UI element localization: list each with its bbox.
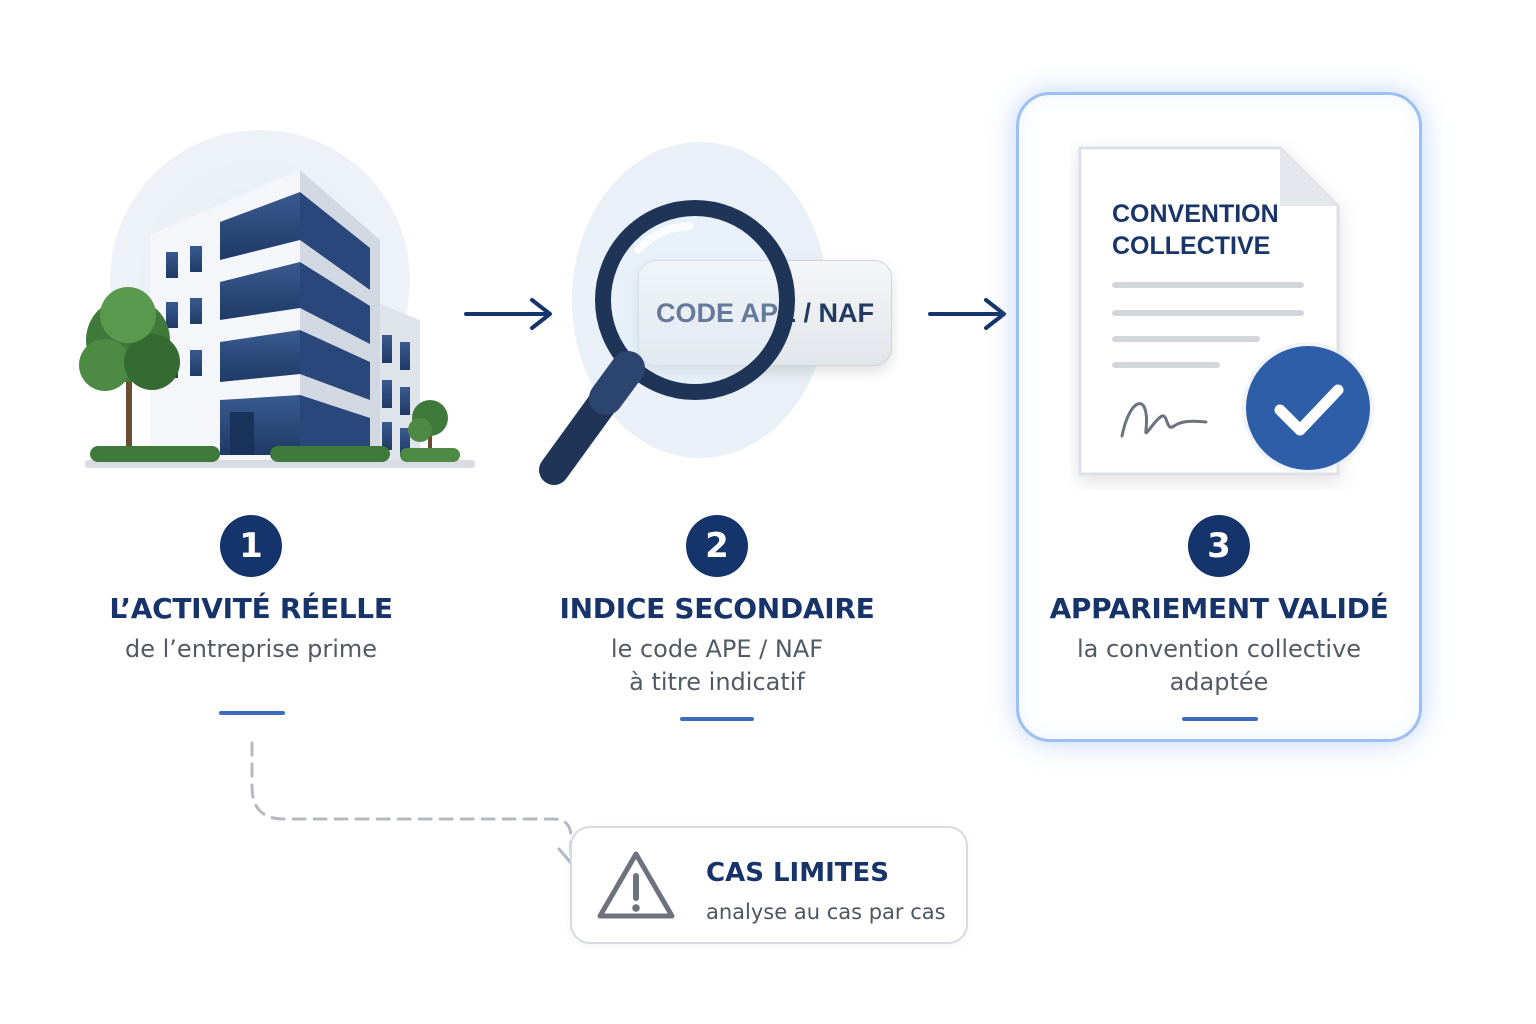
magnifier-illustration: CODE APE / NAF (520, 140, 900, 500)
step-title-1: L’ACTIVITÉ RÉELLE (109, 592, 393, 625)
warning-icon (597, 851, 675, 919)
dashed-connector (250, 741, 585, 865)
step-description-line: de l’entreprise prime (125, 635, 377, 663)
step-title-3: APPARIEMENT VALIDÉ (1049, 592, 1389, 625)
code-tag-label: CODE APE / NAF (656, 297, 875, 328)
document-title-line2: COLLECTIVE (1112, 232, 1271, 260)
step-divider (219, 711, 285, 715)
arrow-right-icon (928, 298, 1006, 330)
signature (1120, 402, 1208, 438)
edge-case-subtitle: analyse au cas par cas (706, 900, 946, 924)
step-description-1: de l’entreprise prime (60, 633, 442, 666)
edge-case-box: CAS LIMITES analyse au cas par cas (570, 826, 968, 944)
step-number-1: 1 (220, 515, 282, 577)
step-description-line: le code APE / NAF (610, 635, 824, 663)
hedge (90, 446, 220, 462)
office-building-illustration (79, 130, 475, 468)
step-title-2: INDICE SECONDAIRE (559, 592, 875, 625)
step-number-3: 3 (1188, 515, 1250, 577)
step-divider (1182, 717, 1258, 721)
step-description-line: la convention collective (1076, 635, 1362, 663)
tree-right (408, 400, 448, 460)
check-badge-icon (1242, 342, 1374, 474)
step-description-3: la convention collective adaptée (1030, 633, 1408, 699)
document-title-line1: CONVENTION (1112, 200, 1279, 228)
step-description-line: adaptée (1169, 668, 1269, 696)
step-description-line: à titre indicatif (629, 668, 805, 696)
arrow-right-icon (464, 298, 552, 330)
step-divider (680, 717, 754, 721)
edge-case-title: CAS LIMITES (706, 858, 889, 888)
tree-left (79, 287, 180, 460)
step-description-2: le code APE / NAF à titre indicatif (527, 633, 907, 699)
step-number-2: 2 (686, 515, 748, 577)
magnifier-icon (539, 200, 795, 485)
document-illustration: CONVENTION COLLECTIVE (1070, 140, 1380, 490)
